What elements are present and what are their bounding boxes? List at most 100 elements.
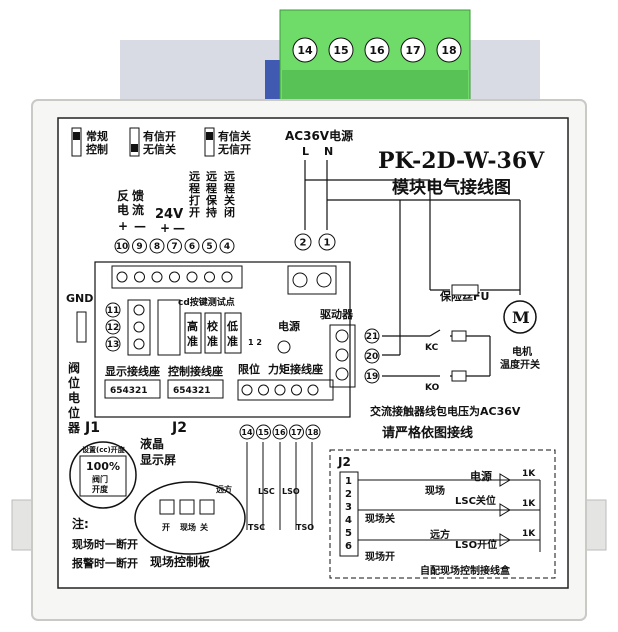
svg-text:14: 14 xyxy=(241,428,253,437)
svg-text:7: 7 xyxy=(171,242,177,252)
signal-labels: 反 电 馈 流 + — 24V + — 远 程 打 开 远 程 保 持 远 程 … xyxy=(117,170,235,235)
limit-socket xyxy=(237,379,334,401)
svg-text:16: 16 xyxy=(369,44,385,57)
power-screw-1 xyxy=(316,272,332,288)
legend-item1-line1: 常规 xyxy=(86,129,108,143)
signal-term-5: 5 xyxy=(202,238,217,254)
signal-screw-7 xyxy=(169,271,180,283)
driver-screw-1 xyxy=(335,329,349,343)
pot-screw-2 xyxy=(133,321,145,333)
motor-label-1: 电机 xyxy=(512,345,532,358)
cp-btn-1 xyxy=(159,499,175,515)
driver-label: 驱动器 xyxy=(320,307,354,321)
fuse-symbol xyxy=(451,284,479,296)
terminal-block-num-17: 17 xyxy=(400,37,426,63)
rh-3: 保 xyxy=(205,193,218,207)
terminal-block-num-15: 15 xyxy=(328,37,354,63)
j2-r3: 1K xyxy=(522,529,536,539)
signal-screw-8 xyxy=(151,271,163,283)
svg-text:9: 9 xyxy=(136,242,142,252)
svg-text:10: 10 xyxy=(116,242,129,252)
blue-wire xyxy=(265,60,283,110)
feedback-char3: 电 xyxy=(117,202,129,217)
tso-label: TSO xyxy=(296,523,314,532)
cp-btn-2 xyxy=(179,499,195,515)
signal-screw-4 xyxy=(221,271,233,283)
terminal-block-num-18: 18 xyxy=(436,37,462,63)
signal-screw-row xyxy=(111,265,243,289)
svg-text:14: 14 xyxy=(297,44,313,57)
signal-term-6: 6 xyxy=(184,238,200,254)
bottom-term-16: 16 xyxy=(272,424,288,440)
svg-text:16: 16 xyxy=(274,428,286,437)
j2-local-open: 现场开 xyxy=(365,550,395,563)
bottom-term-15: 15 xyxy=(256,424,271,440)
lcd-line1: 阀门 xyxy=(92,474,108,484)
signal-term-9: 9 xyxy=(132,238,147,254)
power-N: N xyxy=(324,145,333,158)
limit-label: 限位 xyxy=(238,362,260,376)
contactor-note: 交流接触器线包电压为AC36V xyxy=(370,404,521,418)
legend-item3-line2: 无信开 xyxy=(217,142,251,156)
terminal-block-numbers: 14 15 16 17 18 xyxy=(292,37,462,63)
terminal-block-num-14: 14 xyxy=(292,37,318,63)
pot-label: 阀 位 电 位 器 xyxy=(67,361,81,435)
svg-text:20: 20 xyxy=(366,352,379,362)
limit-screw-17 xyxy=(291,384,302,396)
cal-key-0: 高 xyxy=(187,319,198,333)
cp-label-close: 关 xyxy=(200,522,208,532)
ro-1: 远 xyxy=(189,170,200,183)
display-socket-label: 显示接线座 xyxy=(105,364,160,378)
svg-text:18: 18 xyxy=(307,428,319,437)
signal-term-8: 8 xyxy=(149,238,165,254)
display-socket-pins: 654321 xyxy=(110,386,148,396)
signal-term-7: 7 xyxy=(167,238,182,254)
control-socket xyxy=(167,379,224,399)
bottom-term-17: 17 xyxy=(289,424,304,440)
pot-screw-block xyxy=(127,299,151,356)
v24-minus: — xyxy=(173,221,185,235)
pot-label-5: 器 xyxy=(67,421,81,435)
gnd-label: GND xyxy=(66,292,93,305)
cal-sub-0: 准 xyxy=(187,334,198,348)
board-outline xyxy=(94,261,351,418)
legend-item2-line1: 有信开 xyxy=(143,129,176,143)
cp-label-remote: 远方 xyxy=(216,484,232,494)
signal-screw-6 xyxy=(186,271,198,283)
notes-line1: 现场时一断开 xyxy=(72,537,138,551)
cal-sub-2: 准 xyxy=(227,334,238,348)
j2-box-title: J2 xyxy=(337,455,351,469)
wiring-note: 请严格依图接线 xyxy=(382,425,473,441)
j2-r1: 1K xyxy=(522,469,536,479)
control-socket-label: 控制接线座 xyxy=(168,364,223,378)
j2-remote: 远方 xyxy=(430,528,450,541)
control-socket-pins: 654321 xyxy=(173,386,211,396)
rc-1: 远 xyxy=(224,170,235,183)
svg-text:15: 15 xyxy=(333,44,348,57)
driver-screw-block xyxy=(329,324,356,388)
j2-box xyxy=(329,449,556,579)
feedback-char1: 反 xyxy=(117,188,129,203)
cal-key-box-2 xyxy=(224,312,242,354)
rh-4: 持 xyxy=(206,205,217,219)
pot-screw-1 xyxy=(133,304,145,316)
j2-pin-5: 5 xyxy=(345,528,352,539)
svg-text:5: 5 xyxy=(206,242,212,252)
cal-key-box-1 xyxy=(204,312,222,354)
relay-coil-2 xyxy=(451,370,467,382)
j2-local: 现场 xyxy=(425,484,445,497)
j2-lcd-label: J2 xyxy=(171,420,187,436)
cp-btn-3 xyxy=(199,499,215,515)
j2-pin-1: 1 xyxy=(345,476,352,487)
dip-label: 1 2 xyxy=(248,338,262,347)
driver-screw-3 xyxy=(335,367,349,381)
ro-2: 程 xyxy=(189,181,200,195)
display-socket xyxy=(104,379,161,399)
pot-term-12: 12 xyxy=(105,319,121,335)
